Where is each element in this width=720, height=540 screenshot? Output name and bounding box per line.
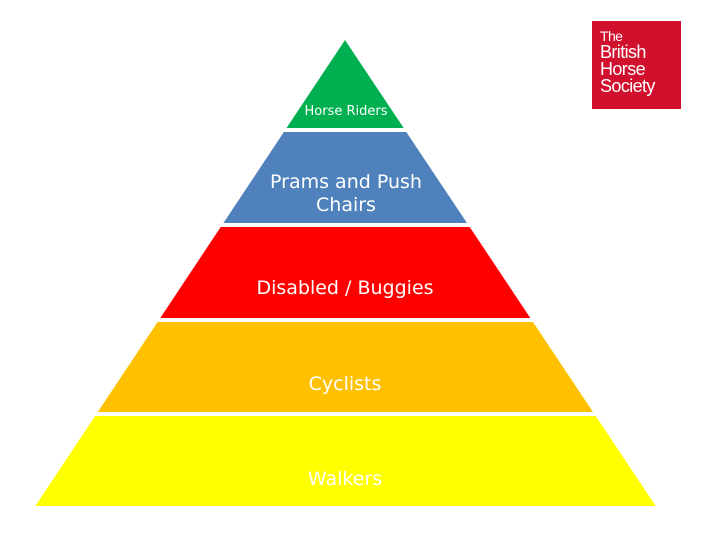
tier-horse-riders [286, 40, 404, 128]
tier-cyclists [97, 322, 594, 412]
logo-line-the: The [600, 28, 623, 44]
logo-line-british: British [600, 42, 646, 62]
tier-label-disabled-buggies: Disabled / Buggies [256, 276, 434, 299]
tier-disabled-buggies [160, 227, 531, 318]
tier-prams-push-chairs [223, 132, 467, 223]
tier-label-walkers: Walkers [307, 467, 383, 490]
logo-line-society: Society [600, 76, 655, 96]
british-horse-society-logo: The British Horse Society [592, 21, 681, 109]
tier-label-prams-push-chairs: Prams and Push Chairs [270, 171, 422, 216]
tier-walkers [35, 416, 656, 506]
tier-label-cyclists: Cyclists [308, 372, 382, 395]
tier-label-horse-riders: Horse Riders [304, 104, 388, 120]
logo-line-horse: Horse [600, 59, 646, 79]
